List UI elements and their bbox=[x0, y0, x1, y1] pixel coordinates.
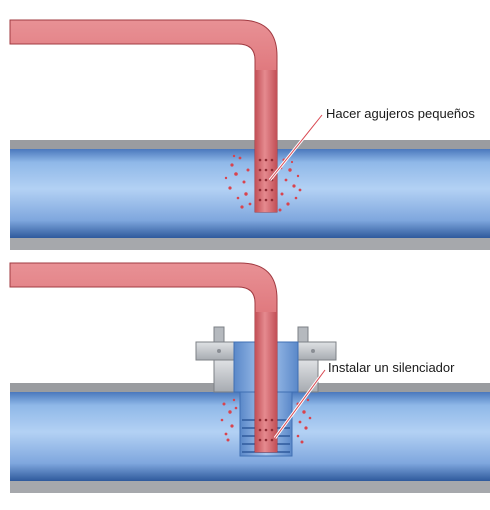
callout-label: Hacer agujeros pequeños bbox=[326, 106, 475, 121]
nozzle-neck-left bbox=[213, 359, 235, 393]
panel-1: Hacer agujeros pequeños bbox=[9, 19, 490, 250]
nozzle-neck-right bbox=[297, 359, 319, 393]
flange-bolt-hole bbox=[217, 349, 221, 353]
flange-bolt-hole bbox=[311, 349, 315, 353]
steam-droplets bbox=[220, 398, 312, 444]
panel-2: Instalar un silenciador bbox=[9, 262, 490, 493]
pipe-holes bbox=[258, 158, 274, 202]
flange-bolt-left bbox=[213, 326, 225, 343]
main-pipe bbox=[10, 149, 490, 238]
pipe-holes bbox=[258, 418, 274, 442]
main-pipe-shell-bottom bbox=[10, 481, 490, 493]
callout-leader-line bbox=[274, 369, 326, 439]
steam-droplets bbox=[224, 154, 302, 212]
callout-label: Instalar un silenciador bbox=[328, 360, 455, 375]
flange-bolt-right bbox=[297, 326, 309, 343]
steam-pipe-vertical-shading bbox=[255, 312, 277, 452]
main-pipe-shell-bottom bbox=[10, 238, 490, 250]
callout-leader-line bbox=[269, 114, 323, 181]
main-pipe-shell-top bbox=[10, 140, 490, 149]
